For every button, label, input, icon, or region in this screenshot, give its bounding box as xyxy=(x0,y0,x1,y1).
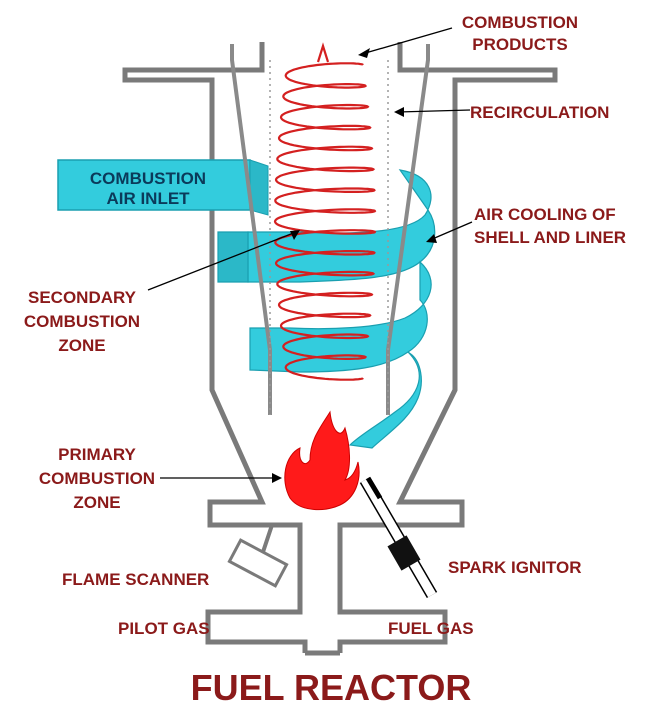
label-pilot-gas: PILOT GAS xyxy=(118,619,210,638)
label-combustion-air-inlet-1: COMBUSTION xyxy=(90,169,206,188)
label-combustion-products-2: PRODUCTS xyxy=(472,35,567,54)
label-secondary-zone-2: COMBUSTION xyxy=(24,312,140,331)
label-air-cooling-2: SHELL AND LINER xyxy=(474,228,626,247)
label-secondary-zone-1: SECONDARY xyxy=(28,288,137,307)
spark-ignitor xyxy=(365,478,432,595)
flame-icon xyxy=(285,412,359,510)
label-air-cooling-1: AIR COOLING OF xyxy=(474,205,616,224)
diagram-title: FUEL REACTOR xyxy=(191,667,472,708)
label-combustion-products-1: COMBUSTION xyxy=(462,13,578,32)
label-combustion-air-inlet-2: AIR INLET xyxy=(106,189,190,208)
label-fuel-gas: FUEL GAS xyxy=(388,619,474,638)
label-spark-ignitor: SPARK IGNITOR xyxy=(448,558,582,577)
label-primary-zone-1: PRIMARY xyxy=(58,445,136,464)
label-secondary-zone-3: ZONE xyxy=(58,336,105,355)
label-flame-scanner: FLAME SCANNER xyxy=(62,570,209,589)
flame-scanner xyxy=(229,525,286,586)
label-primary-zone-2: COMBUSTION xyxy=(39,469,155,488)
label-primary-zone-3: ZONE xyxy=(73,493,120,512)
label-recirculation: RECIRCULATION xyxy=(470,103,609,122)
